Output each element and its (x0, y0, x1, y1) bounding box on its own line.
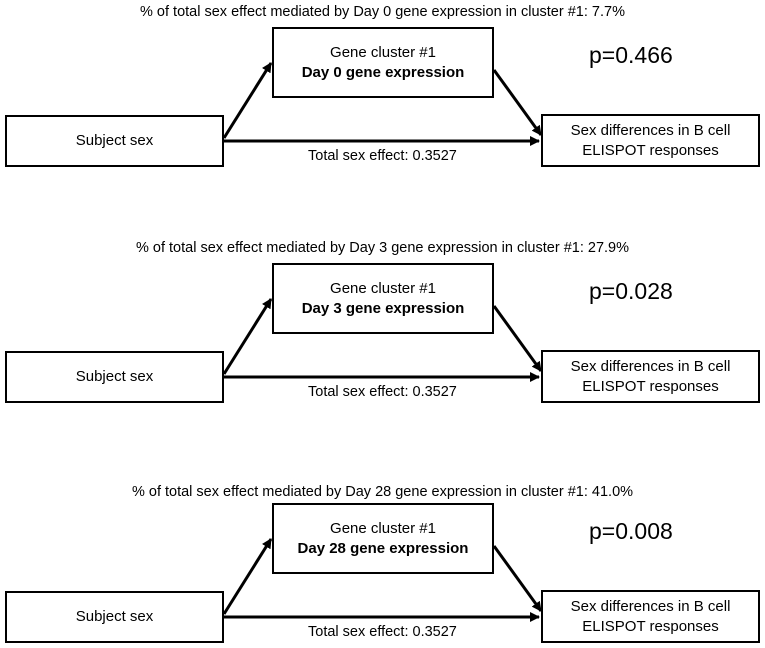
outcome-box: Sex differences in B cell ELISPOT respon… (541, 114, 760, 167)
outcome-label-line2: ELISPOT responses (582, 617, 719, 635)
p-value: p=0.028 (589, 278, 673, 304)
source-box: Subject sex (5, 115, 224, 167)
mediator-label: Gene cluster #1 (330, 44, 436, 61)
p-value: p=0.008 (589, 518, 673, 544)
mediator-label: Gene cluster #1 (330, 520, 436, 537)
outcome-box: Sex differences in B cell ELISPOT respon… (541, 590, 760, 643)
panel-header: % of total sex effect mediated by Day 0 … (140, 4, 625, 20)
arrow-sex-to-mediator (222, 538, 273, 615)
outcome-label-line1: Sex differences in B cell (570, 122, 731, 139)
arrow-mediator-to-outcome (492, 305, 543, 372)
outcome-box: Sex differences in B cell ELISPOT respon… (541, 350, 760, 403)
source-label: Subject sex (75, 132, 154, 150)
mediator-day-label: Day 28 gene expression (297, 539, 469, 557)
panel-header: % of total sex effect mediated by Day 3 … (135, 240, 629, 256)
outcome-label-line2: ELISPOT responses (582, 141, 719, 159)
arrow-mediator-to-outcome (492, 545, 543, 612)
mediator-box: Gene cluster #1 Day 28 gene expression (272, 503, 494, 574)
source-box: Subject sex (5, 591, 224, 643)
total-effect-label: Total sex effect: 0.3527 (308, 624, 457, 640)
outcome-label-line2: ELISPOT responses (582, 377, 719, 395)
arrow-mediator-to-outcome (492, 69, 543, 136)
arrow-sex-to-mediator (222, 62, 273, 139)
source-label: Subject sex (75, 368, 154, 386)
outcome-label-line1: Sex differences in B cell (570, 598, 731, 615)
mediator-day-label: Day 3 gene expression (301, 299, 465, 317)
mediator-box: Gene cluster #1 Day 0 gene expression (272, 27, 494, 98)
mediator-day-label: Day 0 gene expression (301, 63, 465, 81)
mediator-box: Gene cluster #1 Day 3 gene expression (272, 263, 494, 334)
source-label: Subject sex (75, 608, 154, 626)
p-value: p=0.466 (589, 42, 673, 68)
source-box: Subject sex (5, 351, 224, 403)
total-effect-label: Total sex effect: 0.3527 (308, 148, 457, 164)
mediator-label: Gene cluster #1 (330, 280, 436, 297)
total-effect-label: Total sex effect: 0.3527 (308, 384, 457, 400)
arrow-sex-to-mediator (222, 298, 273, 375)
outcome-label-line1: Sex differences in B cell (570, 358, 731, 375)
panel-header: % of total sex effect mediated by Day 28… (131, 484, 634, 500)
